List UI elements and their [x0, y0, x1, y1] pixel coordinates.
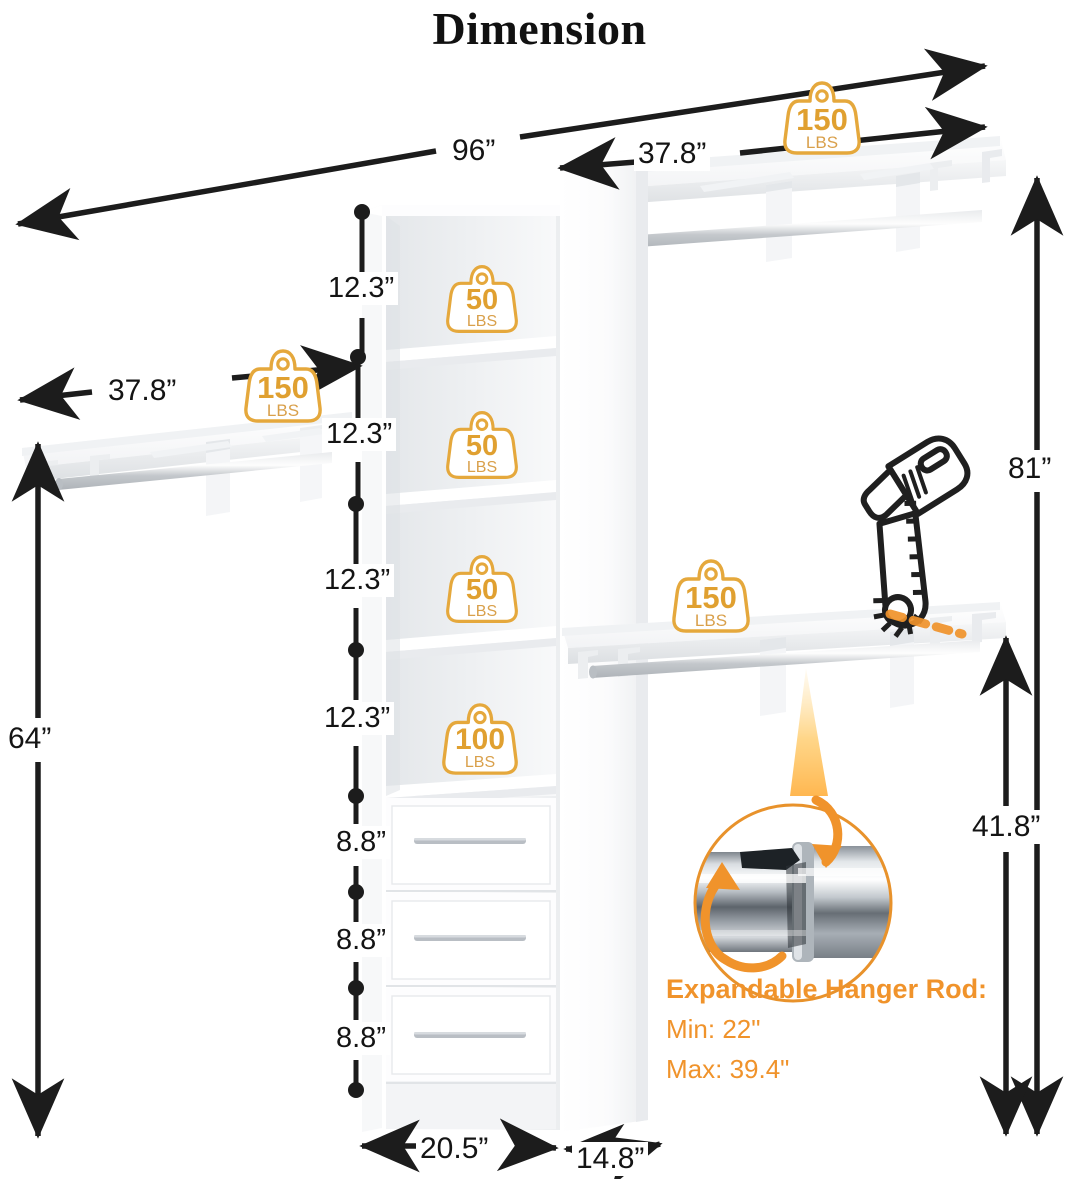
weight-badge-tower-shelf-2: 50 LBS [444, 408, 520, 482]
weight-badge-unit: LBS [805, 133, 839, 152]
weight-badge-unit: LBS [464, 754, 496, 771]
tower-shelf-board-3 [386, 626, 556, 660]
weight-badge-icon [783, 81, 861, 155]
weight-badge-value: 150 [685, 580, 737, 615]
weight-badge-icon [446, 411, 518, 479]
weight-badge-value: 150 [257, 370, 309, 405]
weight-badge-icon [442, 703, 518, 775]
weight-badge-unit: LBS [466, 603, 498, 620]
dim-label-overall-width: 96” [448, 134, 500, 168]
weight-badge-unit: LBS [466, 313, 498, 330]
weight-badge-tower-shelf-3: 50 LBS [444, 552, 520, 626]
dim-label-overall-height: 81” [1004, 452, 1056, 486]
dim-label-base-depth: 14.8” [572, 1142, 649, 1176]
dim-label-drawer-3: 8.8” [332, 1022, 390, 1055]
dim-96-right [519, 48, 988, 140]
dimension-chain-dots [348, 204, 370, 1098]
dim-label-left-width: 37.8” [104, 374, 181, 408]
dim-label-base-width: 20.5” [416, 1132, 493, 1166]
drawer-2 [386, 893, 556, 987]
dim-label-drawer-2: 8.8” [332, 924, 390, 957]
weight-badge-right-lower-shelf: 150 LBS [670, 556, 752, 636]
weight-badge-icon [672, 559, 750, 633]
dim-205-right [496, 1118, 559, 1172]
dim-96-left [15, 148, 437, 241]
highlight-beam [790, 668, 828, 796]
tower-shelf-board-1 [386, 336, 556, 370]
weight-badge-unit: LBS [466, 459, 498, 476]
dim-label-right-lower-height: 41.8” [968, 810, 1045, 844]
tower-shelf-board-2 [386, 480, 556, 514]
weight-badge-top-right-shelf: 150 LBS [781, 78, 863, 158]
weight-badge-value: 100 [454, 723, 506, 756]
drawer-3 [386, 988, 556, 1081]
hanger-rod-right-lower [589, 640, 980, 679]
top-right-shelf-unit [560, 136, 1006, 262]
dim-378-top-right [739, 106, 988, 160]
dim-label-drawer-1: 8.8” [332, 826, 390, 859]
weight-badge-tower-shelf-4: 100 LBS [440, 700, 520, 778]
page-title: Dimension [432, 3, 647, 54]
dim-378-left-a [17, 367, 93, 420]
hanger-rod-max-label: Max: 39.4" [666, 1054, 790, 1084]
weight-badge-left-shelf: 150 LBS [242, 346, 324, 426]
drawer-1 [386, 798, 556, 892]
weight-badge-value: 150 [796, 102, 848, 137]
dim-label-top-right-width: 37.8” [634, 137, 711, 171]
dim-label-shelf-gap-3: 12.3” [320, 564, 395, 597]
weight-badge-icon [446, 265, 518, 333]
hanger-rod-heading: Expandable Hanger Rod: [666, 974, 988, 1004]
hanger-rod-min-label: Min: 22" [666, 1014, 761, 1044]
weight-badge-value: 50 [465, 574, 499, 606]
dim-label-left-height: 64” [4, 722, 56, 756]
dim-label-shelf-gap-1: 12.3” [324, 272, 399, 305]
left-shelf-unit [22, 412, 356, 516]
weight-badge-unit: LBS [694, 611, 728, 630]
weight-badge-unit: LBS [266, 401, 300, 420]
dim-label-shelf-gap-2: 12.3” [322, 418, 397, 451]
weight-badge-value: 50 [465, 284, 499, 316]
weight-badge-icon [446, 555, 518, 623]
weight-badge-value: 50 [465, 430, 499, 462]
weight-badge-icon [244, 349, 322, 423]
weight-badge-tower-shelf-1: 50 LBS [444, 262, 520, 336]
dim-label-shelf-gap-4: 12.3” [320, 702, 395, 735]
